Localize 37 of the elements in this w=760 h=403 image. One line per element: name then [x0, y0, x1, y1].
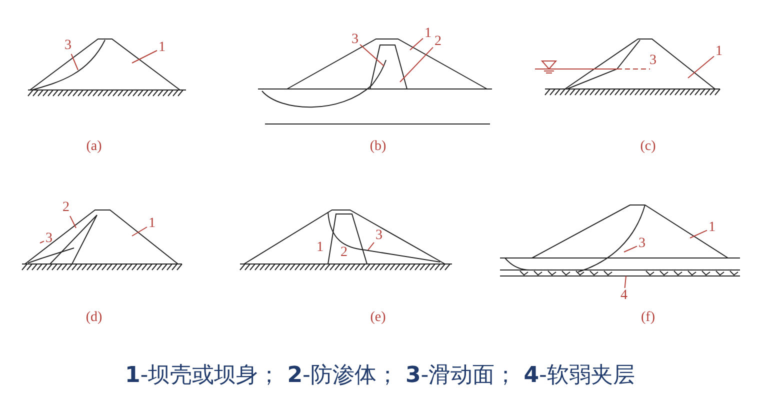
panel-label: (b)	[370, 140, 386, 154]
panel-label: (a)	[86, 140, 102, 154]
callout-number: 2	[340, 246, 348, 260]
callout-number: 3	[376, 229, 382, 243]
leader-line	[70, 216, 76, 228]
leader-line	[690, 230, 708, 238]
panel-label: (d)	[86, 311, 102, 325]
callout-number: 4	[620, 289, 628, 303]
leader-line	[132, 226, 148, 236]
leader-line	[368, 242, 374, 250]
callout-number: 1	[148, 217, 156, 231]
leader-line	[410, 38, 424, 50]
callout-number: 1	[708, 221, 716, 235]
leader-line	[132, 50, 158, 64]
callout-number: 3	[64, 39, 72, 53]
callout-number: 2	[434, 35, 442, 49]
callout-number: 1	[716, 45, 722, 59]
panel-label: (f)	[641, 311, 655, 325]
leader-line	[40, 240, 44, 244]
leader-line	[70, 54, 78, 70]
leader-line	[624, 246, 638, 252]
leader-line	[360, 44, 384, 66]
panel-label: (c)	[640, 140, 656, 154]
callout-number: 3	[352, 33, 358, 47]
callout-number: 3	[46, 232, 52, 246]
leader-line	[624, 276, 626, 288]
callout-number: 3	[638, 237, 646, 251]
callout-number: 1	[158, 41, 166, 55]
leader-line	[688, 56, 714, 78]
callout-number: 2	[62, 201, 70, 215]
callout-number: 1	[424, 27, 432, 41]
weak-layer	[500, 270, 740, 276]
panel-label: (e)	[370, 311, 386, 325]
callout-number: 1	[316, 241, 324, 255]
leader-line	[400, 46, 434, 82]
callout-number: 3	[650, 54, 656, 68]
caption: 1-坝壳或坝身； 2-防渗体； 3-滑动面； 4-软弱夹层	[124, 362, 635, 390]
